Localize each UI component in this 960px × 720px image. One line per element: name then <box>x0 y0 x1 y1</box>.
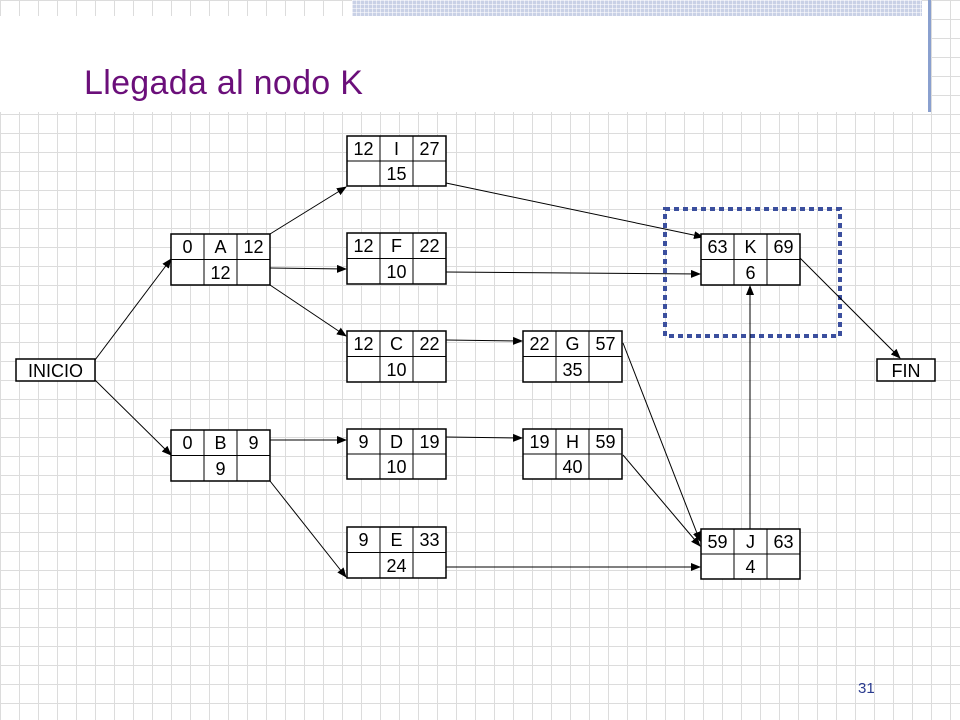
node-fin: FIN <box>876 358 936 382</box>
node-k-duration: 6 <box>745 263 755 283</box>
node-d: 9 D 19 10 <box>346 428 447 480</box>
node-h: 19 H 59 40 <box>522 428 623 480</box>
node-h-name: H <box>566 432 579 452</box>
edge-c-g <box>445 336 523 345</box>
node-c-duration: 10 <box>386 360 406 380</box>
node-g-duration: 35 <box>562 360 582 380</box>
node-g-name: G <box>565 334 579 354</box>
node-d-ef: 19 <box>419 432 439 452</box>
node-k: 63 K 69 6 <box>700 233 801 286</box>
edge-b-e <box>269 480 347 578</box>
node-a-es: 0 <box>182 237 192 257</box>
node-c-ef: 22 <box>419 334 439 354</box>
node-j-ef: 63 <box>773 532 793 552</box>
node-c-name: C <box>390 334 403 354</box>
node-inicio: INICIO <box>15 358 96 382</box>
edge-f-k <box>445 269 701 278</box>
edge-a-f <box>269 264 347 273</box>
node-a: 0 A 12 12 <box>170 233 271 286</box>
node-d-es: 9 <box>358 432 368 452</box>
node-b: 0 B 9 9 <box>170 429 271 482</box>
slide-title: Llegada al nodo K <box>84 64 364 102</box>
top-decorative-band <box>352 0 922 16</box>
node-i: 12 I 27 15 <box>346 135 447 187</box>
node-a-name: A <box>214 237 226 257</box>
node-e-duration: 24 <box>386 556 406 576</box>
edge-k-fin <box>799 257 901 359</box>
node-f-duration: 10 <box>386 262 406 282</box>
node-k-es: 63 <box>707 237 727 257</box>
node-j: 59 J 63 4 <box>700 528 801 580</box>
node-f: 12 F 22 10 <box>346 232 447 285</box>
highlight-box-k <box>663 207 842 338</box>
node-c: 12 C 22 10 <box>346 330 447 383</box>
node-i-ef: 27 <box>419 139 439 159</box>
node-h-duration: 40 <box>562 457 582 477</box>
node-b-name: B <box>214 433 226 453</box>
edge-h-j <box>622 454 701 547</box>
edge-inicio-a <box>94 258 172 361</box>
node-a-duration: 12 <box>210 263 230 283</box>
node-d-duration: 10 <box>386 457 406 477</box>
node-inicio-label: INICIO <box>28 361 83 381</box>
node-i-name: I <box>394 139 399 159</box>
node-j-duration: 4 <box>745 557 755 577</box>
node-e-name: E <box>390 530 402 550</box>
node-d-name: D <box>390 432 403 452</box>
node-h-es: 19 <box>529 432 549 452</box>
node-b-duration: 9 <box>215 459 225 479</box>
title-area <box>0 16 928 112</box>
edge-d-h <box>445 433 523 442</box>
node-i-duration: 15 <box>386 164 406 184</box>
node-fin-label: FIN <box>892 361 921 381</box>
node-k-name: K <box>744 237 756 257</box>
page-number: 31 <box>858 680 875 697</box>
node-a-ef: 12 <box>243 237 263 257</box>
node-e-ef: 33 <box>419 530 439 550</box>
node-f-ef: 22 <box>419 236 439 256</box>
edge-a-c <box>269 284 347 337</box>
edge-inicio-b <box>94 379 172 456</box>
edge-i-k <box>445 182 704 240</box>
node-j-es: 59 <box>707 532 727 552</box>
node-b-ef: 9 <box>248 433 258 453</box>
edges <box>94 182 901 578</box>
node-k-ef: 69 <box>773 237 793 257</box>
node-c-es: 12 <box>353 334 373 354</box>
node-h-ef: 59 <box>595 432 615 452</box>
node-e: 9 E 33 24 <box>346 526 447 579</box>
node-f-es: 12 <box>353 236 373 256</box>
node-b-es: 0 <box>182 433 192 453</box>
node-g-es: 22 <box>529 334 549 354</box>
edge-a-i <box>269 186 347 235</box>
node-f-name: F <box>391 236 402 256</box>
node-i-es: 12 <box>353 139 373 159</box>
node-g-ef: 57 <box>595 334 615 354</box>
node-j-name: J <box>746 532 755 552</box>
side-accent-line <box>928 0 931 112</box>
edge-g-j <box>622 342 701 542</box>
node-g: 22 G 57 35 <box>522 330 623 383</box>
node-e-es: 9 <box>358 530 368 550</box>
